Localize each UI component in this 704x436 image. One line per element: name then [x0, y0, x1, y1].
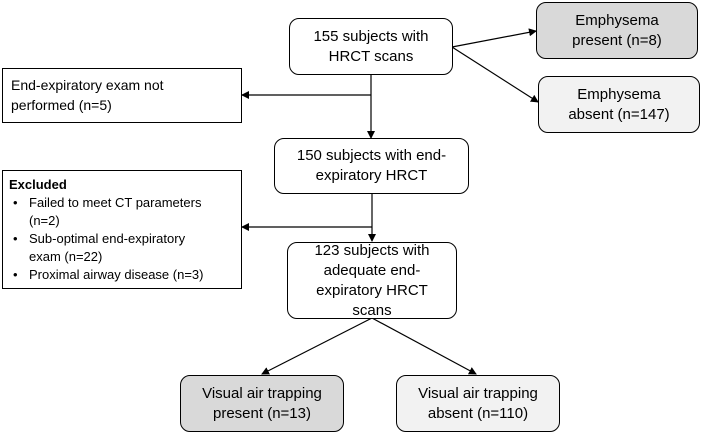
excluded-item-ct-parameters: Failed to meet CT parameters (n=2): [13, 194, 235, 230]
box-end-expiratory-subjects: 150 subjects with end- expiratory HRCT: [274, 138, 469, 194]
box-vat-absent-line1: Visual air trapping: [418, 384, 538, 402]
excluded-item-proximal-airway: Proximal airway disease (n=3): [13, 266, 235, 284]
box-emphysema-present-line2: present (n=8): [572, 31, 662, 49]
box-end-expiratory-not-performed: End-expiratory exam not performed (n=5): [2, 68, 242, 123]
box-adequate-line2: adequate end-: [323, 261, 421, 279]
box-vat-absent-line2: absent (n=110): [427, 404, 529, 422]
box-emphysema-present: Emphysema present (n=8): [536, 2, 698, 59]
box-vat-present-line2: present (n=13): [213, 404, 311, 422]
box-adequate-subjects: 123 subjects with adequate end- expirato…: [287, 242, 457, 319]
box-initial-subjects-line2: HRCT scans: [328, 47, 414, 65]
box-not-performed-line1: End-expiratory exam not: [11, 77, 164, 93]
box-adequate-line3: expiratory HRCT scans: [316, 281, 428, 319]
excluded-title: Excluded: [9, 177, 67, 192]
arrow-to-emphysema-absent: [451, 46, 539, 103]
box-emphysema-absent-line1: Emphysema: [577, 85, 661, 103]
excluded-item-1-line2: (n=2): [29, 213, 60, 228]
box-adequate-line1: 123 subjects with: [314, 241, 430, 259]
excluded-item-2-line2: exam (n=22): [29, 249, 103, 264]
box-end-expiratory-line2: expiratory HRCT: [315, 167, 428, 184]
excluded-item-1-line1: Failed to meet CT parameters: [29, 195, 202, 210]
box-initial-subjects: 155 subjects with HRCT scans: [289, 18, 453, 75]
excluded-item-2-line1: Sub-optimal end-expiratory: [29, 231, 186, 246]
box-emphysema-absent: Emphysema absent (n=147): [538, 76, 700, 133]
arrow-to-emphysema-present: [451, 28, 537, 48]
excluded-item-3-line1: Proximal airway disease (n=3): [29, 267, 204, 282]
box-end-expiratory-line1: 150 subjects with end-: [296, 147, 447, 164]
excluded-item-suboptimal-exam: Sub-optimal end-expiratory exam (n=22): [13, 230, 235, 266]
box-visual-air-trapping-absent: Visual air trapping absent (n=110): [396, 375, 560, 432]
box-excluded: Excluded Failed to meet CT parameters (n…: [2, 170, 242, 289]
box-vat-present-line1: Visual air trapping: [202, 384, 322, 402]
excluded-list: Failed to meet CT parameters (n=2) Sub-o…: [9, 194, 235, 284]
arrow-to-vat-present: [261, 317, 373, 375]
box-visual-air-trapping-present: Visual air trapping present (n=13): [180, 375, 344, 432]
box-emphysema-absent-line2: absent (n=147): [568, 105, 670, 123]
box-not-performed-line2: performed (n=5): [11, 97, 112, 113]
arrow-to-vat-absent: [371, 317, 477, 375]
box-initial-subjects-line1: 155 subjects with: [313, 27, 429, 45]
box-emphysema-present-line1: Emphysema: [575, 11, 659, 29]
